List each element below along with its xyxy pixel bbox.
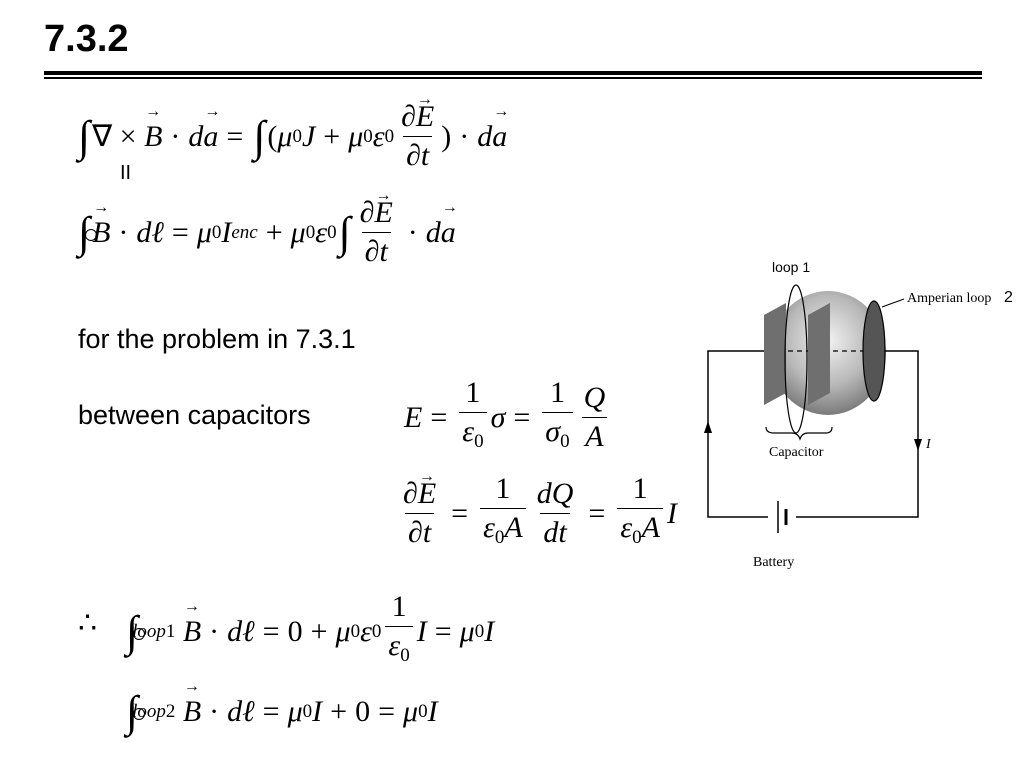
text-for-problem: for the problem in 7.3.1 bbox=[78, 324, 356, 354]
loop1-label: loop 1 bbox=[772, 259, 810, 275]
current-label: I bbox=[925, 437, 932, 452]
amperian-loop-number: 2 bbox=[1004, 289, 1013, 306]
capacitor-circuit-figure: loop 1 Amperian loop 2 Capacitor Battery… bbox=[704, 259, 1013, 570]
amperian-leader bbox=[881, 298, 905, 308]
therefore-symbol: ∴ bbox=[78, 607, 98, 640]
wire-right bbox=[796, 350, 919, 518]
battery-label: Battery bbox=[753, 555, 794, 570]
text-between-capacitors: between capacitors bbox=[78, 400, 311, 430]
slide-title: 7.3.2 bbox=[44, 18, 129, 60]
current-arrow-down bbox=[914, 439, 922, 451]
title-rule-thick bbox=[44, 71, 982, 75]
equals-vertical: II bbox=[120, 162, 132, 184]
amperian-loop-label: Amperian loop bbox=[907, 291, 991, 306]
capacitor-brace bbox=[765, 426, 833, 441]
current-arrow-up bbox=[704, 421, 712, 433]
amperian-loop2-disk bbox=[862, 300, 886, 402]
title-rule-thin bbox=[44, 77, 982, 79]
capacitor-plate-right bbox=[808, 303, 830, 405]
capacitor-plate-left bbox=[764, 303, 786, 405]
capacitor-label: Capacitor bbox=[769, 445, 824, 460]
wire-left bbox=[707, 350, 768, 518]
loop1-ring bbox=[784, 284, 808, 434]
